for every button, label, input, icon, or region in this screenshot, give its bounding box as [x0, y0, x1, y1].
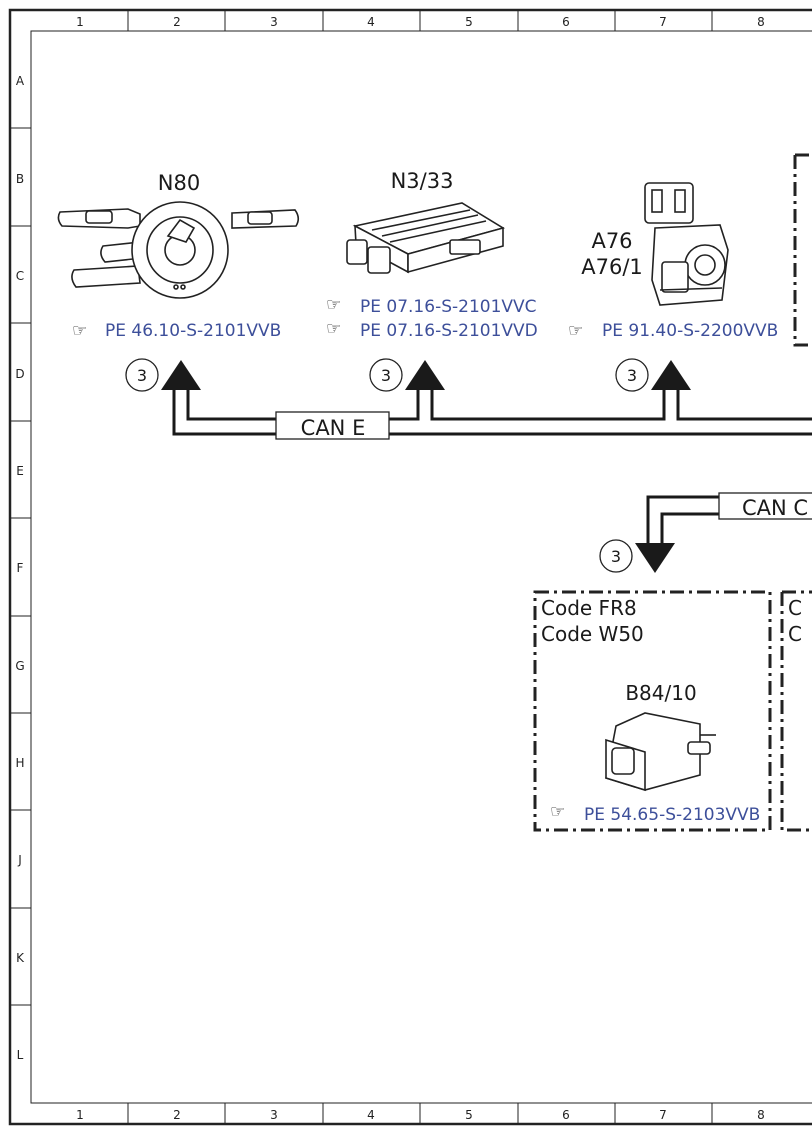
- can-e-arrows: [161, 360, 691, 390]
- a76-reference: ☞ PE 91.40-S-2200VVB: [568, 321, 778, 341]
- connector-number: 3: [627, 366, 637, 385]
- row-label: J: [17, 853, 22, 867]
- inner-frame: [30, 30, 812, 1104]
- can-c-bus: [646, 495, 720, 545]
- b84-10-code-box: [533, 590, 772, 832]
- col-label: 8: [757, 15, 765, 29]
- b84-10-camera-image: [605, 712, 716, 792]
- reference-hand-icon: ☞: [326, 295, 341, 315]
- n80-label: N80: [158, 171, 200, 195]
- col-label: 5: [465, 1108, 473, 1122]
- n80-reference-text: PE 46.10-S-2101VVB: [105, 321, 281, 341]
- column-labels-top: 1 2 3 4 5 6 7 8: [76, 15, 765, 29]
- column-labels-bottom: 1 2 3 4 5 6 7 8: [76, 1108, 765, 1122]
- down-arrow-icon: [635, 543, 675, 573]
- col-label: 7: [659, 1108, 667, 1122]
- right-component-box-top: [793, 153, 812, 347]
- row-label: C: [16, 269, 24, 283]
- row-label: A: [16, 74, 25, 88]
- reference-hand-icon: ☞: [72, 321, 87, 341]
- row-labels: A B C D E F G H J K L: [15, 74, 25, 1062]
- col-label: 6: [562, 1108, 570, 1122]
- b84-code-fr8: Code FR8: [541, 596, 637, 620]
- a76-tensioner-image: [644, 182, 729, 306]
- col-label: 2: [173, 1108, 181, 1122]
- b84-10-reference-text: PE 54.65-S-2103VVB: [584, 805, 760, 825]
- row-label: E: [16, 464, 24, 478]
- row-label: K: [16, 951, 25, 965]
- n3-33-label: N3/33: [391, 169, 454, 193]
- n80-reference: ☞ PE 46.10-S-2101VVB: [72, 321, 281, 341]
- connector-markers: 3 3 3 3: [125, 358, 649, 573]
- col-label: 1: [76, 15, 84, 29]
- column-dividers: [127, 10, 713, 1124]
- col-label: 3: [270, 15, 278, 29]
- reference-hand-icon: ☞: [326, 319, 341, 339]
- n80-module-image: [57, 201, 300, 299]
- n3-33-reference-text-1: PE 07.16-S-2101VVC: [360, 297, 537, 317]
- b84-10-label: B84/10: [625, 681, 696, 705]
- can-c-label-box: [718, 492, 812, 520]
- row-label: D: [15, 367, 24, 381]
- reference-hand-icon: ☞: [568, 321, 583, 341]
- b84-10-reference: ☞ PE 54.65-S-2103VVB: [550, 802, 760, 825]
- connector-circle: [125, 358, 159, 392]
- col-label: 8: [757, 1108, 765, 1122]
- up-arrow-icon: [405, 360, 445, 390]
- col-label: 1: [76, 1108, 84, 1122]
- n3-33-reference-2: ☞ PE 07.16-S-2101VVD: [326, 319, 538, 341]
- connector-circle: [615, 358, 649, 392]
- can-e-bus: [172, 388, 812, 436]
- connector-number: 3: [611, 547, 621, 566]
- row-label: B: [16, 172, 24, 186]
- col-label: 4: [367, 1108, 375, 1122]
- outer-frame: [8, 8, 812, 1126]
- right-box-code-1: C: [788, 596, 802, 620]
- up-arrow-icon: [651, 360, 691, 390]
- col-label: 7: [659, 15, 667, 29]
- connector-circle: [599, 539, 633, 573]
- up-arrow-icon: [161, 360, 201, 390]
- a76-1-label: A76/1: [581, 255, 643, 279]
- row-dividers: [10, 127, 31, 1006]
- row-label: G: [15, 659, 24, 673]
- a76-reference-text: PE 91.40-S-2200VVB: [602, 321, 778, 341]
- row-label: F: [17, 561, 24, 575]
- col-label: 5: [465, 15, 473, 29]
- connector-number: 3: [137, 366, 147, 385]
- col-label: 4: [367, 15, 375, 29]
- n3-33-reference-text-2: PE 07.16-S-2101VVD: [360, 321, 538, 341]
- connector-circle: [369, 358, 403, 392]
- reference-hand-icon: ☞: [550, 802, 565, 822]
- row-label: L: [17, 1048, 24, 1062]
- connector-number: 3: [381, 366, 391, 385]
- can-e-label-box: [275, 411, 390, 440]
- can-c-label: CAN C: [742, 496, 808, 520]
- col-label: 2: [173, 15, 181, 29]
- n3-33-reference-1: ☞ PE 07.16-S-2101VVC: [326, 295, 537, 317]
- col-label: 6: [562, 15, 570, 29]
- row-label: H: [15, 756, 24, 770]
- n3-33-control-unit-image: [346, 202, 505, 274]
- can-e-label: CAN E: [301, 416, 366, 440]
- col-label: 3: [270, 1108, 278, 1122]
- right-box-code-2: C: [788, 622, 802, 646]
- b84-code-w50: Code W50: [541, 622, 644, 646]
- right-code-box-bottom: [780, 590, 812, 832]
- a76-label: A76: [591, 229, 632, 253]
